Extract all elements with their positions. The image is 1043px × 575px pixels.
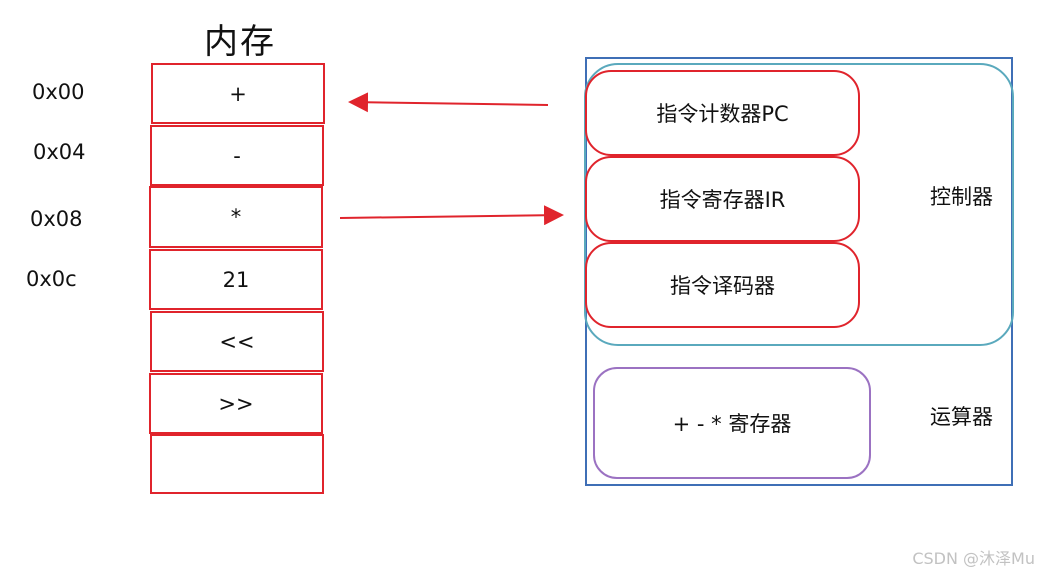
instruction-decoder: 指令译码器 <box>585 242 860 328</box>
memory-title: 内存 <box>204 22 276 62</box>
memory-cell: << <box>150 311 324 372</box>
program-counter-register: 指令计数器PC <box>585 70 860 156</box>
instruction-register: 指令寄存器IR <box>585 156 860 242</box>
alu-box: + - * 寄存器 <box>593 367 871 479</box>
address-label: 0x00 <box>32 80 85 104</box>
memory-cell: - <box>150 125 324 186</box>
alu-label: 运算器 <box>930 405 993 429</box>
address-label: 0x04 <box>33 140 86 164</box>
memory-cell: >> <box>149 373 323 434</box>
memory-cell: 21 <box>149 249 323 310</box>
address-label: 0x0c <box>26 267 77 291</box>
memory-to-ir-arrow <box>339 205 564 226</box>
controller-label: 控制器 <box>930 185 993 209</box>
memory-cell: * <box>149 186 323 248</box>
memory-cell: + <box>151 63 325 124</box>
watermark: CSDN @沐泽Mu <box>912 549 1035 568</box>
memory-cell <box>150 434 324 494</box>
address-label: 0x08 <box>30 207 83 231</box>
pc-to-memory-arrow <box>348 92 549 113</box>
